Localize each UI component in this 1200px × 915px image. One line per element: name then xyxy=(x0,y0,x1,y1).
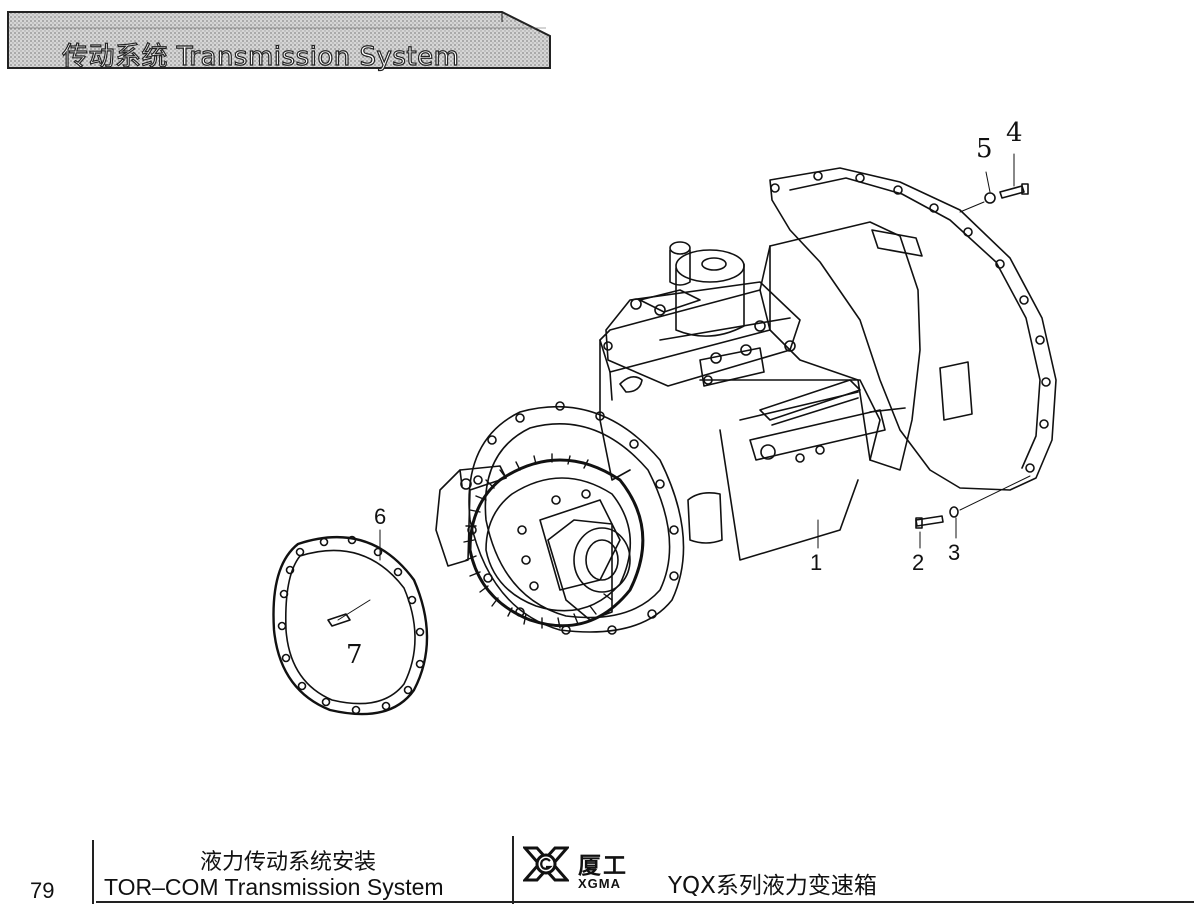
footer-rule xyxy=(96,901,1194,903)
doc-title-en: TOR–COM Transmission System xyxy=(104,874,444,900)
bolt-2 xyxy=(915,515,944,529)
section-banner: 传动系统 Transmission System xyxy=(6,8,552,73)
washer-3 xyxy=(949,506,959,518)
doc-title-cn: 液力传动系统安装 xyxy=(200,850,377,875)
footer-divider-left xyxy=(92,840,94,904)
series-title: YQX系列液力变速箱 xyxy=(668,873,877,899)
brand-name-en: XGMA xyxy=(578,876,621,891)
footer-divider-mid xyxy=(512,836,514,904)
control-valve-block xyxy=(603,241,801,387)
callout-5: 5 xyxy=(976,134,993,164)
ring-gear xyxy=(463,453,645,629)
banner-frame xyxy=(7,11,551,69)
callout-2: 2 xyxy=(912,550,925,575)
callout-3: 3 xyxy=(948,540,961,565)
transmission-housing xyxy=(599,221,921,561)
callout-4: 4 xyxy=(1006,118,1023,148)
front-flange-housing xyxy=(467,401,685,635)
carrier-blocks xyxy=(435,465,507,567)
gasket-7 xyxy=(272,535,429,716)
callout-6: 6 xyxy=(374,504,387,529)
rear-flange xyxy=(769,167,1057,491)
page-number: 79 xyxy=(30,878,55,903)
bolt-4 xyxy=(999,183,1029,199)
washer-5 xyxy=(984,192,996,204)
callout-1: 1 xyxy=(810,550,823,575)
brand-name-cn: 厦工 xyxy=(578,853,628,879)
leader-lines xyxy=(337,153,1031,621)
xgma-logo-icon xyxy=(523,846,569,882)
callout-7: 7 xyxy=(346,640,363,670)
section-title: 传动系统 Transmission System xyxy=(61,41,460,72)
